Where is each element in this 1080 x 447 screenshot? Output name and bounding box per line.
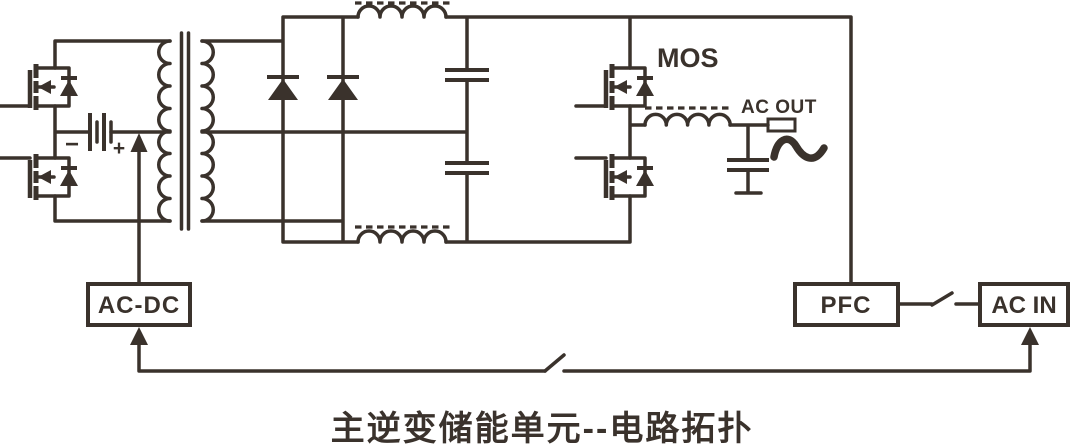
mos-label: MOS [657, 43, 719, 73]
dc-link-capacitor-bottom [445, 161, 489, 175]
output-inductor [643, 106, 732, 127]
ac-in-label: AC IN [991, 292, 1056, 319]
wiring [0, 15, 1032, 373]
arrow-into-acdc [130, 327, 148, 345]
transformer-primary-winding [157, 39, 172, 223]
dc-link-inductor-bottom [355, 225, 452, 244]
pfc-label: PFC [821, 292, 872, 319]
rectifier-diode-left [267, 75, 299, 100]
battery-minus-label: − [65, 131, 79, 158]
ac-waveform-icon [770, 135, 828, 162]
arrow-to-battery-node [130, 133, 148, 152]
fuse-symbol [766, 117, 797, 133]
transformer [157, 31, 215, 231]
inverter-mosfet-top [603, 64, 654, 110]
transformer-core [179, 31, 191, 231]
pfc-box: PFC [793, 282, 900, 327]
battery-plus-label: + [113, 137, 125, 160]
ac-dc-box: AC-DC [86, 282, 192, 327]
pfc-acin-switch [930, 291, 954, 307]
ac-in-box: AC IN [978, 282, 1070, 327]
rectifier-diode-right [327, 75, 359, 100]
arrow-into-acin [1021, 327, 1039, 345]
transformer-secondary-winding [200, 39, 215, 223]
dc-link-capacitor-top [445, 68, 489, 82]
primary-mosfet-top [27, 64, 78, 110]
inverter-mosfet-bottom [603, 154, 654, 200]
ac-out-label: AC OUT [741, 97, 817, 118]
battery-symbol: − + [65, 113, 125, 160]
ac-dc-label: AC-DC [98, 292, 180, 319]
output-capacitor [727, 158, 769, 172]
dc-link-inductor-top [355, 1, 452, 19]
primary-mosfet-bottom [27, 154, 78, 200]
diagram-title: 主逆变储能单元--电路拓扑 [331, 410, 754, 447]
main-line-switch [543, 353, 566, 373]
